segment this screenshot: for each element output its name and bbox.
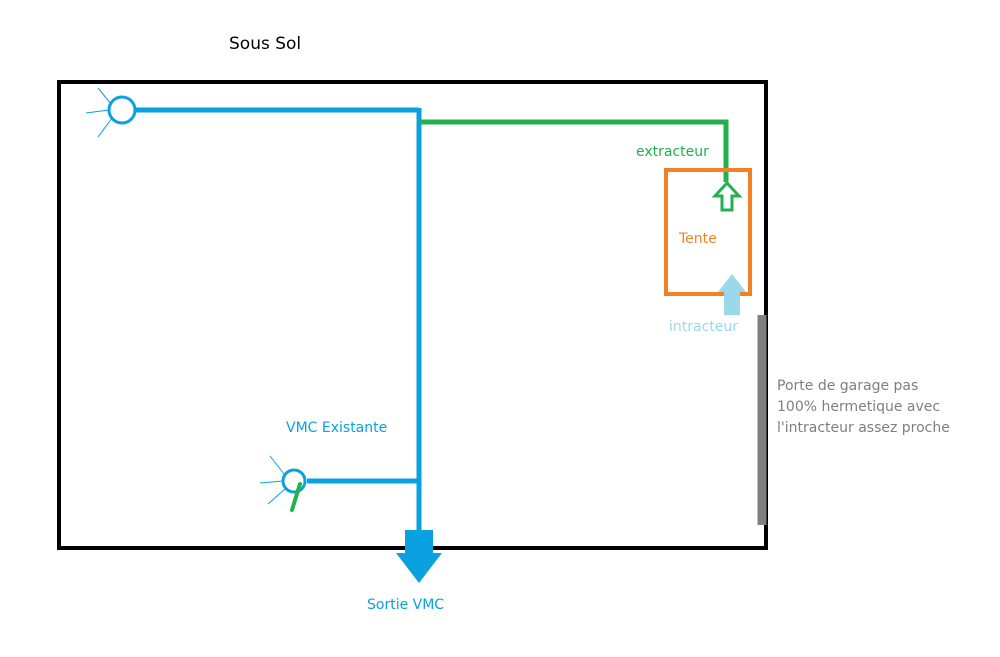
sortie-vmc-arrow-icon (396, 530, 442, 583)
intracteur-arrow-icon (718, 274, 746, 315)
extractor-arrow-icon (711, 180, 743, 212)
vent-top-left-icon (85, 87, 137, 138)
label-vmc-existante: VMC Existante (286, 420, 387, 436)
label-extracteur: extracteur (636, 144, 709, 160)
extractor-duct (419, 119, 729, 182)
garage-note-line-2: 100% hermetique avec (777, 399, 940, 415)
diagram-title: Sous Sol (229, 34, 301, 54)
vmc-duct-network (134, 107, 422, 532)
tent-outline (664, 168, 752, 296)
label-intracteur: intracteur (669, 319, 738, 335)
label-tente: Tente (678, 231, 717, 247)
vent-existing-vmc-green-mark (290, 482, 302, 512)
garage-note-line-1: Porte de garage pas (777, 378, 918, 394)
garage-door-note: Porte de garage pas 100% hermetique avec… (777, 378, 950, 436)
label-sortie-vmc: Sortie VMC (367, 597, 444, 613)
vent-existing-vmc-icon (259, 455, 307, 512)
garage-note-line-3: l'intracteur assez proche (777, 420, 950, 436)
